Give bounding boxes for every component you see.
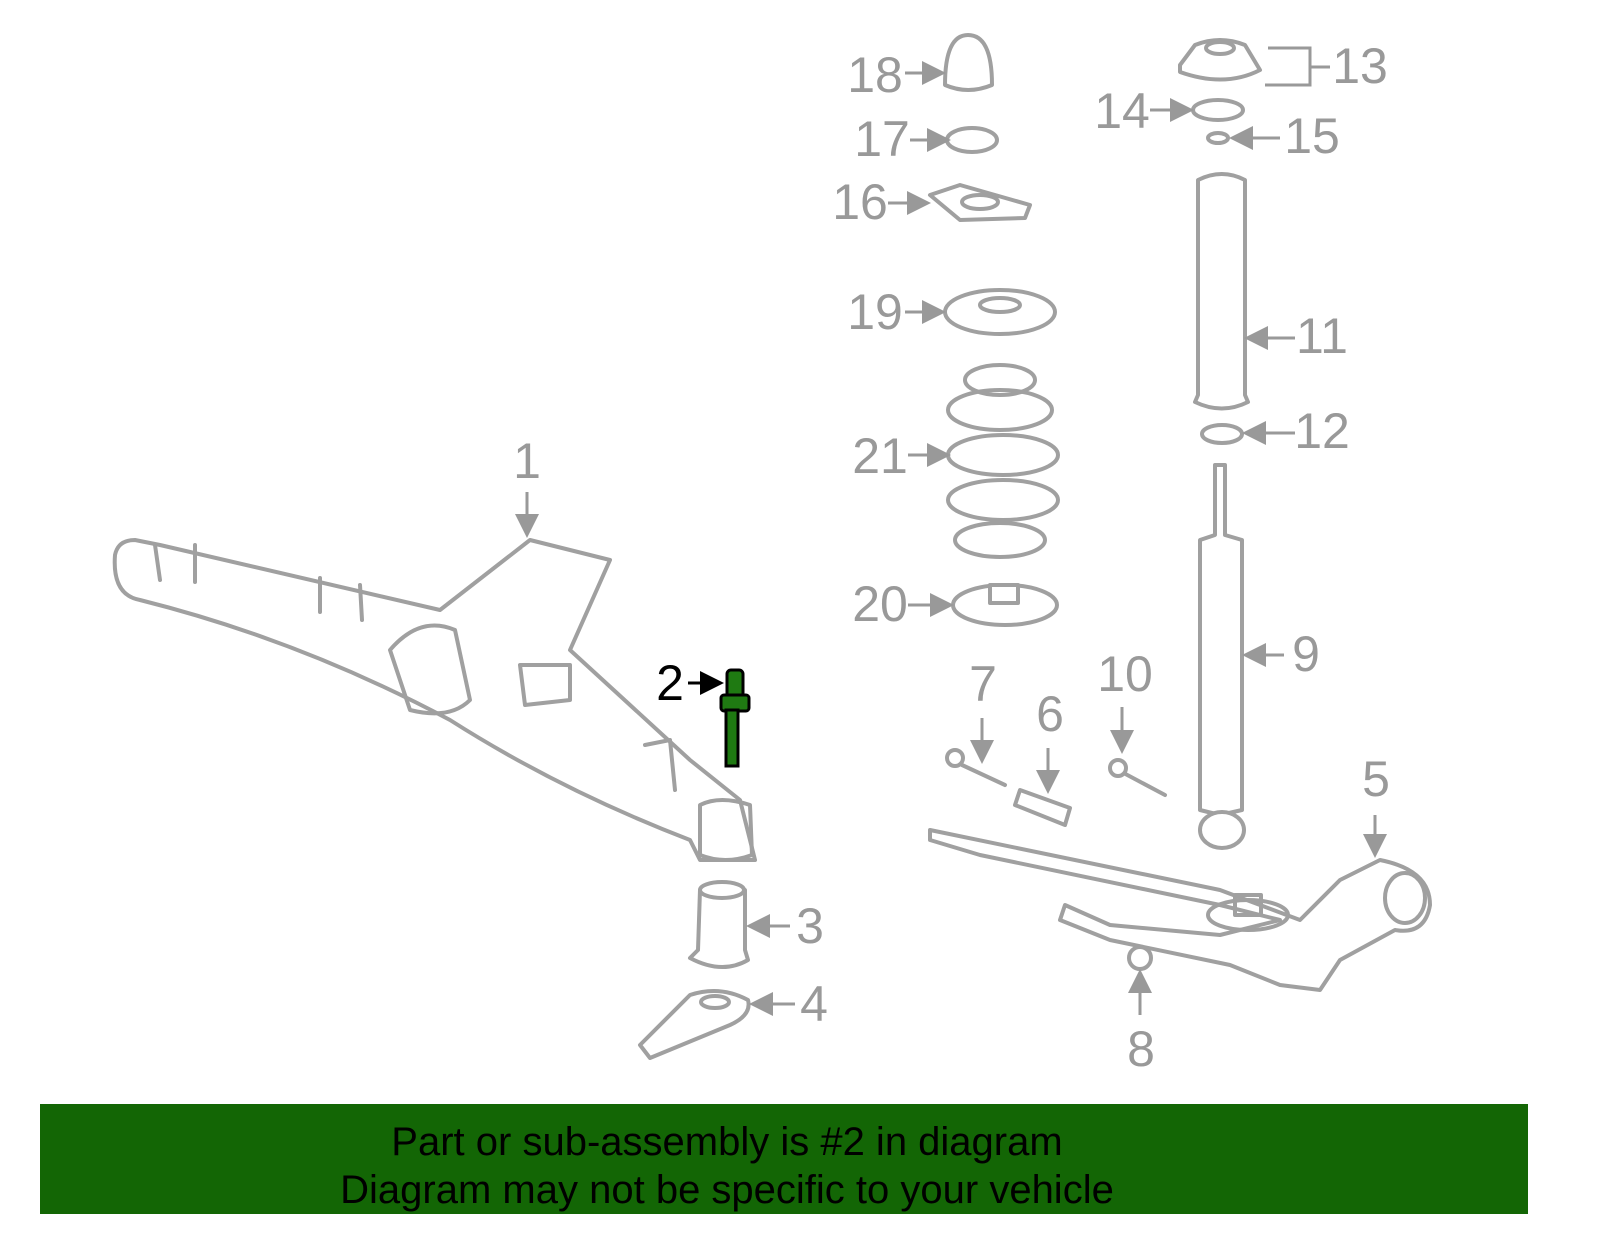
part-19-upper-seat[interactable] bbox=[943, 288, 1057, 336]
callout-14[interactable]: 14 bbox=[1094, 83, 1150, 139]
part-3-bushing[interactable] bbox=[688, 880, 750, 969]
callout-19[interactable]: 19 bbox=[847, 284, 903, 340]
part-6-bushing[interactable] bbox=[1013, 788, 1072, 827]
callout-18[interactable]: 18 bbox=[847, 47, 903, 103]
callout-3[interactable]: 3 bbox=[796, 898, 824, 954]
part-21-spring[interactable] bbox=[946, 363, 1060, 559]
part-15-washer[interactable] bbox=[1206, 131, 1230, 145]
part-10-bolt[interactable] bbox=[1108, 758, 1167, 797]
callout-16[interactable]: 16 bbox=[832, 174, 888, 230]
part-20-lower-seat[interactable] bbox=[951, 583, 1059, 627]
part-1-subframe[interactable] bbox=[112, 538, 757, 862]
callout-arrows bbox=[515, 46, 1387, 1016]
part-11-boot[interactable] bbox=[1193, 172, 1250, 411]
part-12-bumper[interactable] bbox=[1200, 423, 1244, 445]
info-banner: Part or sub-assembly is #2 in diagram Di… bbox=[40, 1104, 1528, 1214]
callout-8[interactable]: 8 bbox=[1127, 1021, 1155, 1077]
callout-13[interactable]: 13 bbox=[1332, 38, 1388, 94]
callout-21[interactable]: 21 bbox=[852, 428, 908, 484]
callout-10[interactable]: 10 bbox=[1097, 646, 1153, 702]
callout-2[interactable]: 2 bbox=[656, 655, 684, 711]
callout-4[interactable]: 4 bbox=[800, 976, 828, 1032]
part-7-bolt[interactable] bbox=[945, 748, 1007, 787]
callout-9[interactable]: 9 bbox=[1292, 626, 1320, 682]
part-14-bearing[interactable] bbox=[1191, 98, 1245, 122]
callout-20[interactable]: 20 bbox=[852, 576, 908, 632]
callout-17[interactable]: 17 bbox=[854, 111, 910, 167]
callout-5[interactable]: 5 bbox=[1362, 751, 1390, 807]
part-16-plate[interactable] bbox=[928, 183, 1032, 222]
banner-part-text: Part or sub-assembly is #2 in diagram bbox=[391, 1120, 1063, 1164]
part-8-nut[interactable] bbox=[1127, 945, 1153, 971]
callout-11[interactable]: 11 bbox=[1296, 308, 1348, 364]
part-18-bump-stop[interactable] bbox=[943, 33, 994, 92]
part-5-control-arm[interactable] bbox=[928, 828, 1432, 992]
banner-disclaimer-text: Diagram may not be specific to your vehi… bbox=[340, 1168, 1114, 1212]
part-2-bolt[interactable] bbox=[719, 668, 751, 768]
callout-1[interactable]: 1 bbox=[513, 433, 541, 489]
callout-7[interactable]: 7 bbox=[969, 656, 997, 712]
part-17-seat[interactable] bbox=[945, 126, 999, 154]
callout-12[interactable]: 12 bbox=[1294, 403, 1350, 459]
part-13-mount[interactable] bbox=[1178, 38, 1262, 82]
callout-15[interactable]: 15 bbox=[1284, 108, 1340, 164]
part-4-bracket[interactable] bbox=[638, 989, 751, 1060]
callout-6[interactable]: 6 bbox=[1036, 686, 1064, 742]
part-9-shock[interactable] bbox=[1198, 463, 1246, 850]
